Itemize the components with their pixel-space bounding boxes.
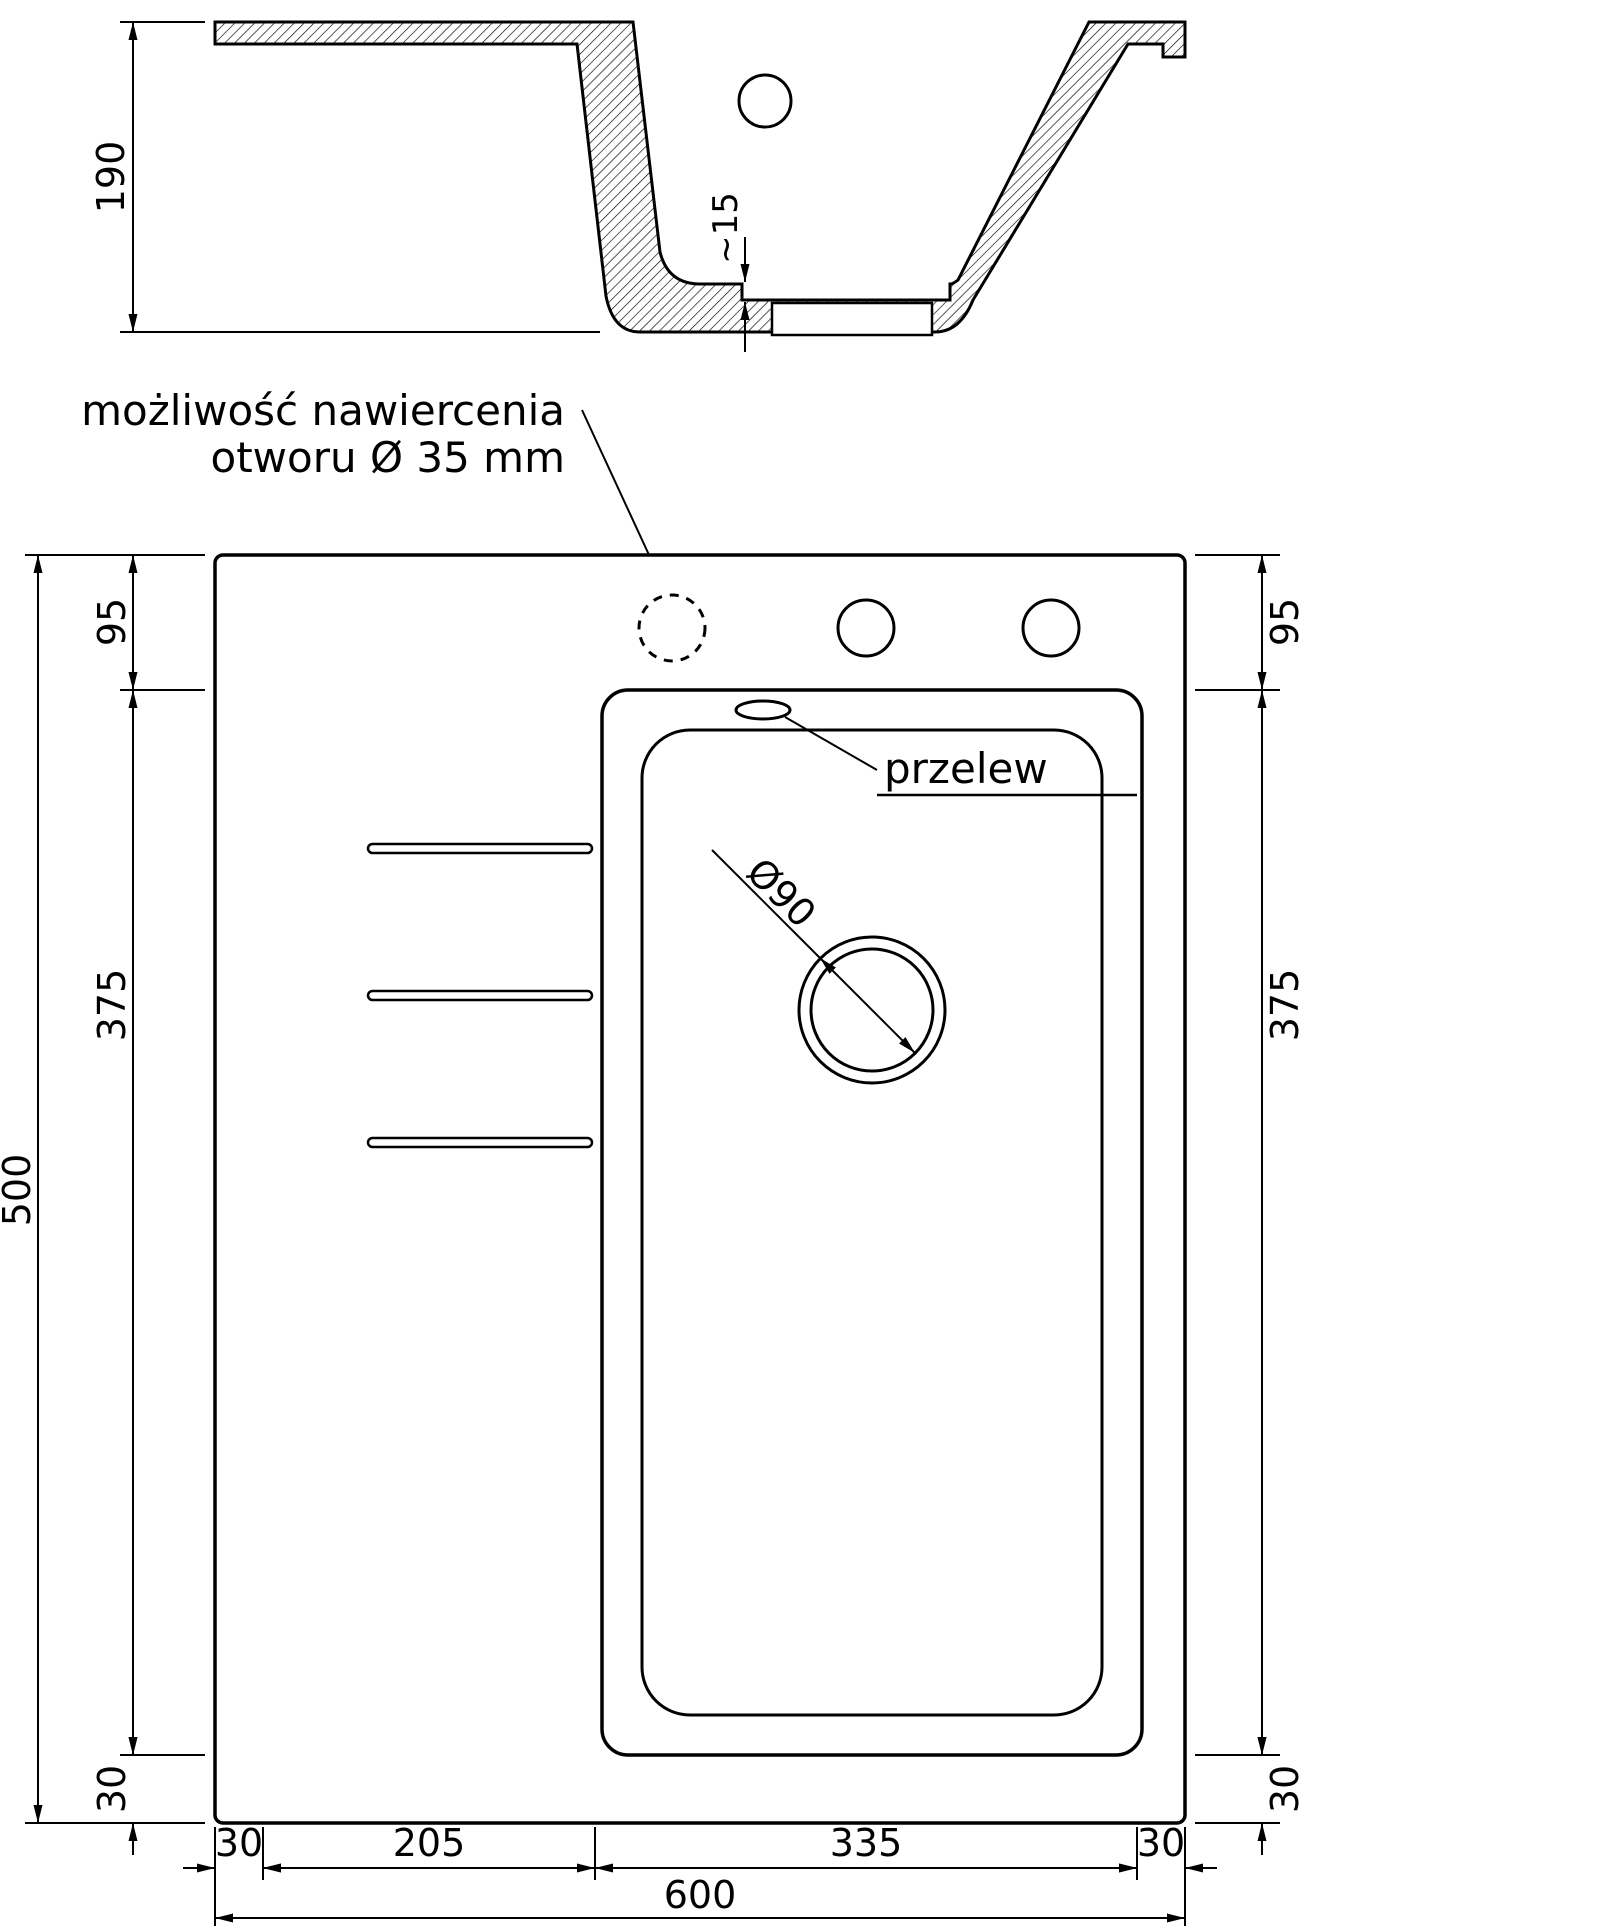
leader-line <box>784 716 878 771</box>
dim-chain-bottom: 30 205 335 30 <box>183 1821 1217 1926</box>
width-total-label: 600 <box>664 1873 737 1917</box>
bottom-segment-label: 205 <box>393 1821 466 1865</box>
faucet-hole <box>836 598 896 658</box>
bottom-segment-label: 30 <box>1137 1821 1185 1865</box>
bottom-segment-label: 335 <box>830 1821 903 1865</box>
depth-dimension-label: 190 <box>89 141 133 214</box>
right-top-label: 95 <box>1263 598 1307 646</box>
dim-height-total: 500 <box>0 554 205 1824</box>
step-dimension-label: ~15 <box>706 192 746 264</box>
dim-chain-right: 95 375 30 <box>1195 554 1307 1855</box>
right-bottom-label: 30 <box>1263 1765 1307 1813</box>
groove-line <box>366 989 594 1002</box>
left-middle-label: 375 <box>90 969 134 1042</box>
left-top-label: 95 <box>90 598 134 646</box>
groove-line <box>366 842 594 855</box>
left-bottom-label: 30 <box>90 1765 134 1813</box>
drain-insert <box>770 301 934 337</box>
overflow-label: przelew <box>884 744 1048 793</box>
faucet-hole <box>1021 598 1081 658</box>
plan-view: Ø90 przelew 500 95 375 30 <box>0 553 1307 1926</box>
dim-chain-left: 95 375 30 <box>90 555 205 1855</box>
section-view: 190 ~15 <box>89 20 1187 352</box>
right-middle-label: 375 <box>1263 969 1307 1042</box>
faucet-hole-section <box>737 73 793 129</box>
groove-line <box>366 1136 594 1149</box>
overflow-slot <box>734 699 792 721</box>
dim-depth: 190 <box>89 21 600 333</box>
drill-note-line2: otworu Ø 35 mm <box>211 433 565 482</box>
optional-drill-hole-dashed <box>637 593 707 663</box>
basin-inner-edge <box>640 728 1104 1717</box>
dim-step: ~15 <box>706 192 750 352</box>
dim-width-total: 600 <box>215 1873 1185 1923</box>
drill-note: możliwość nawiercenia otworu Ø 35 mm <box>81 386 669 597</box>
height-total-label: 500 <box>0 1154 39 1227</box>
bottom-segment-label: 30 <box>215 1821 263 1865</box>
dimension-tail-line <box>711 849 821 959</box>
drill-note-line1: możliwość nawiercenia <box>81 386 565 435</box>
section-body-hatched <box>213 20 1187 334</box>
overflow-callout: przelew <box>734 699 1137 797</box>
dimension-line <box>819 957 916 1054</box>
